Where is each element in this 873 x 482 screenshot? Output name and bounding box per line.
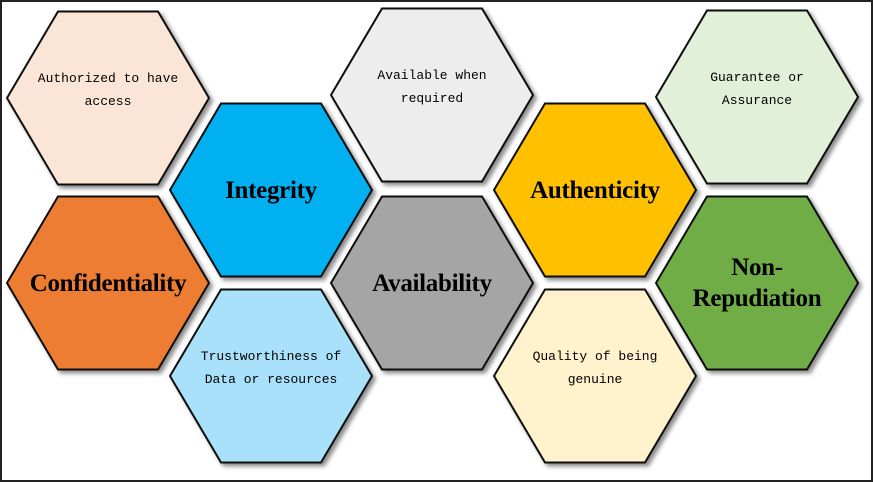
hex-label-available: Available when required (377, 68, 487, 106)
hex-label-trustworthiness: Trustworthiness of Data or resources (200, 349, 342, 387)
hexagon-confidentiality (5, 195, 211, 371)
hex-label-availability: Availability (372, 269, 492, 297)
hex-label-quality: Quality of being genuine (532, 349, 658, 387)
hexagon-guarantee (654, 9, 860, 185)
hexagon-authorized (5, 10, 211, 186)
hexagon-non-repudiation (654, 195, 860, 371)
hexagon-authenticity (492, 102, 698, 278)
hexagon-availability (329, 195, 535, 371)
hex-label-confidentiality: Confidentiality (29, 269, 187, 297)
hexagon-integrity (168, 102, 374, 278)
hex-label-authenticity: Authenticity (530, 176, 660, 204)
hex-label-guarantee: Guarantee or Assurance (710, 70, 804, 108)
hexagon-available (329, 7, 535, 183)
hex-label-non-repudiation: Non-Repudiation (692, 254, 822, 312)
hex-label-authorized: Authorized to have access (37, 71, 179, 109)
hex-label-integrity: Integrity (225, 176, 317, 204)
hexagon-quality (492, 288, 698, 464)
hexagon-trustworthiness (168, 288, 374, 464)
